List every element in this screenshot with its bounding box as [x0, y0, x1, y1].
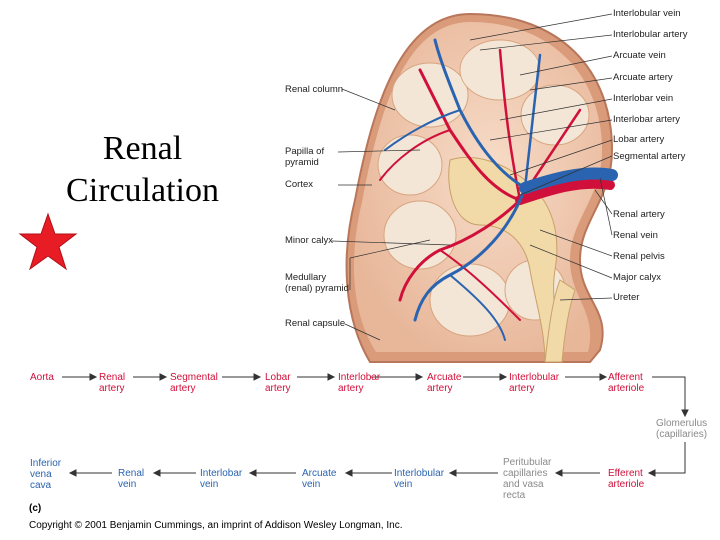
flow-afferent-arteriole: Afferent arteriole	[608, 372, 645, 394]
label-medullary-pyramid: Medullary (renal) pyramid	[285, 272, 349, 294]
veins	[384, 38, 618, 341]
label-papilla-of-pyramid: Papilla of pyramid	[285, 146, 325, 168]
leader-lines	[331, 13, 613, 341]
flow-interlobar-vein: Interlobar vein	[200, 468, 243, 490]
flow-segmental-artery: Segmental artery	[170, 372, 218, 394]
label-renal-artery: Renal artery	[613, 209, 665, 220]
title-line-1: Renal	[102, 130, 183, 167]
slide-title: Renal Circulation	[40, 128, 245, 212]
flow-arcuate-vein: Arcuate vein	[302, 468, 337, 490]
label-minor-calyx: Minor calyx	[285, 235, 334, 246]
flow-renal-vein: Renal vein	[118, 468, 145, 490]
flow-interlobular-vein: Interlobular vein	[394, 468, 445, 490]
label-major-calyx: Major calyx	[613, 272, 662, 283]
label-ureter: Ureter	[613, 292, 640, 303]
flow-efferent-arteriole: Efferent arteriole	[608, 468, 645, 490]
flow-glomerulus: Glomerulus (capillaries)	[656, 418, 708, 440]
flow-renal-artery: Renal artery	[99, 372, 126, 394]
label-segmental-artery: Segmental artery	[613, 151, 686, 162]
title-line-2: Circulation	[66, 172, 219, 209]
flow-interlobular-artery: Interlobular artery	[509, 372, 560, 394]
flow-arrows	[62, 373, 689, 477]
flow-interlobar-artery: Interlobar artery	[338, 372, 381, 394]
label-renal-capsule: Renal capsule	[285, 318, 346, 329]
flow-lobar-artery: Lobar artery	[265, 372, 291, 394]
label-renal-column: Renal column	[285, 84, 344, 95]
label-interlobular-vein: Interlobular vein	[613, 8, 681, 19]
copyright-notice: Copyright © 2001 Benjamin Cummings, an i…	[29, 520, 403, 531]
label-renal-vein: Renal vein	[613, 230, 658, 241]
label-interlobar-vein: Interlobar vein	[613, 93, 674, 104]
label-arcuate-vein: Arcuate vein	[613, 50, 666, 61]
flow-inferior-vena-cava: Inferior vena cava	[30, 458, 62, 491]
flow-aorta: Aorta	[30, 372, 54, 383]
ureter	[544, 279, 576, 363]
star-icon	[18, 212, 78, 271]
flow-peritubular-capillaries: Peritubular capillaries and vasa recta	[503, 457, 552, 501]
label-interlobular-artery: Interlobular artery	[613, 29, 688, 40]
label-lobar-artery: Lobar artery	[613, 134, 665, 145]
label-cortex: Cortex	[285, 179, 313, 190]
flow-arcuate-artery: Arcuate artery	[427, 372, 462, 394]
panel-label: (c)	[29, 503, 42, 514]
label-renal-pelvis: Renal pelvis	[613, 251, 665, 262]
label-interlobar-artery: Interlobar artery	[613, 114, 681, 125]
label-arcuate-artery: Arcuate artery	[613, 72, 673, 83]
